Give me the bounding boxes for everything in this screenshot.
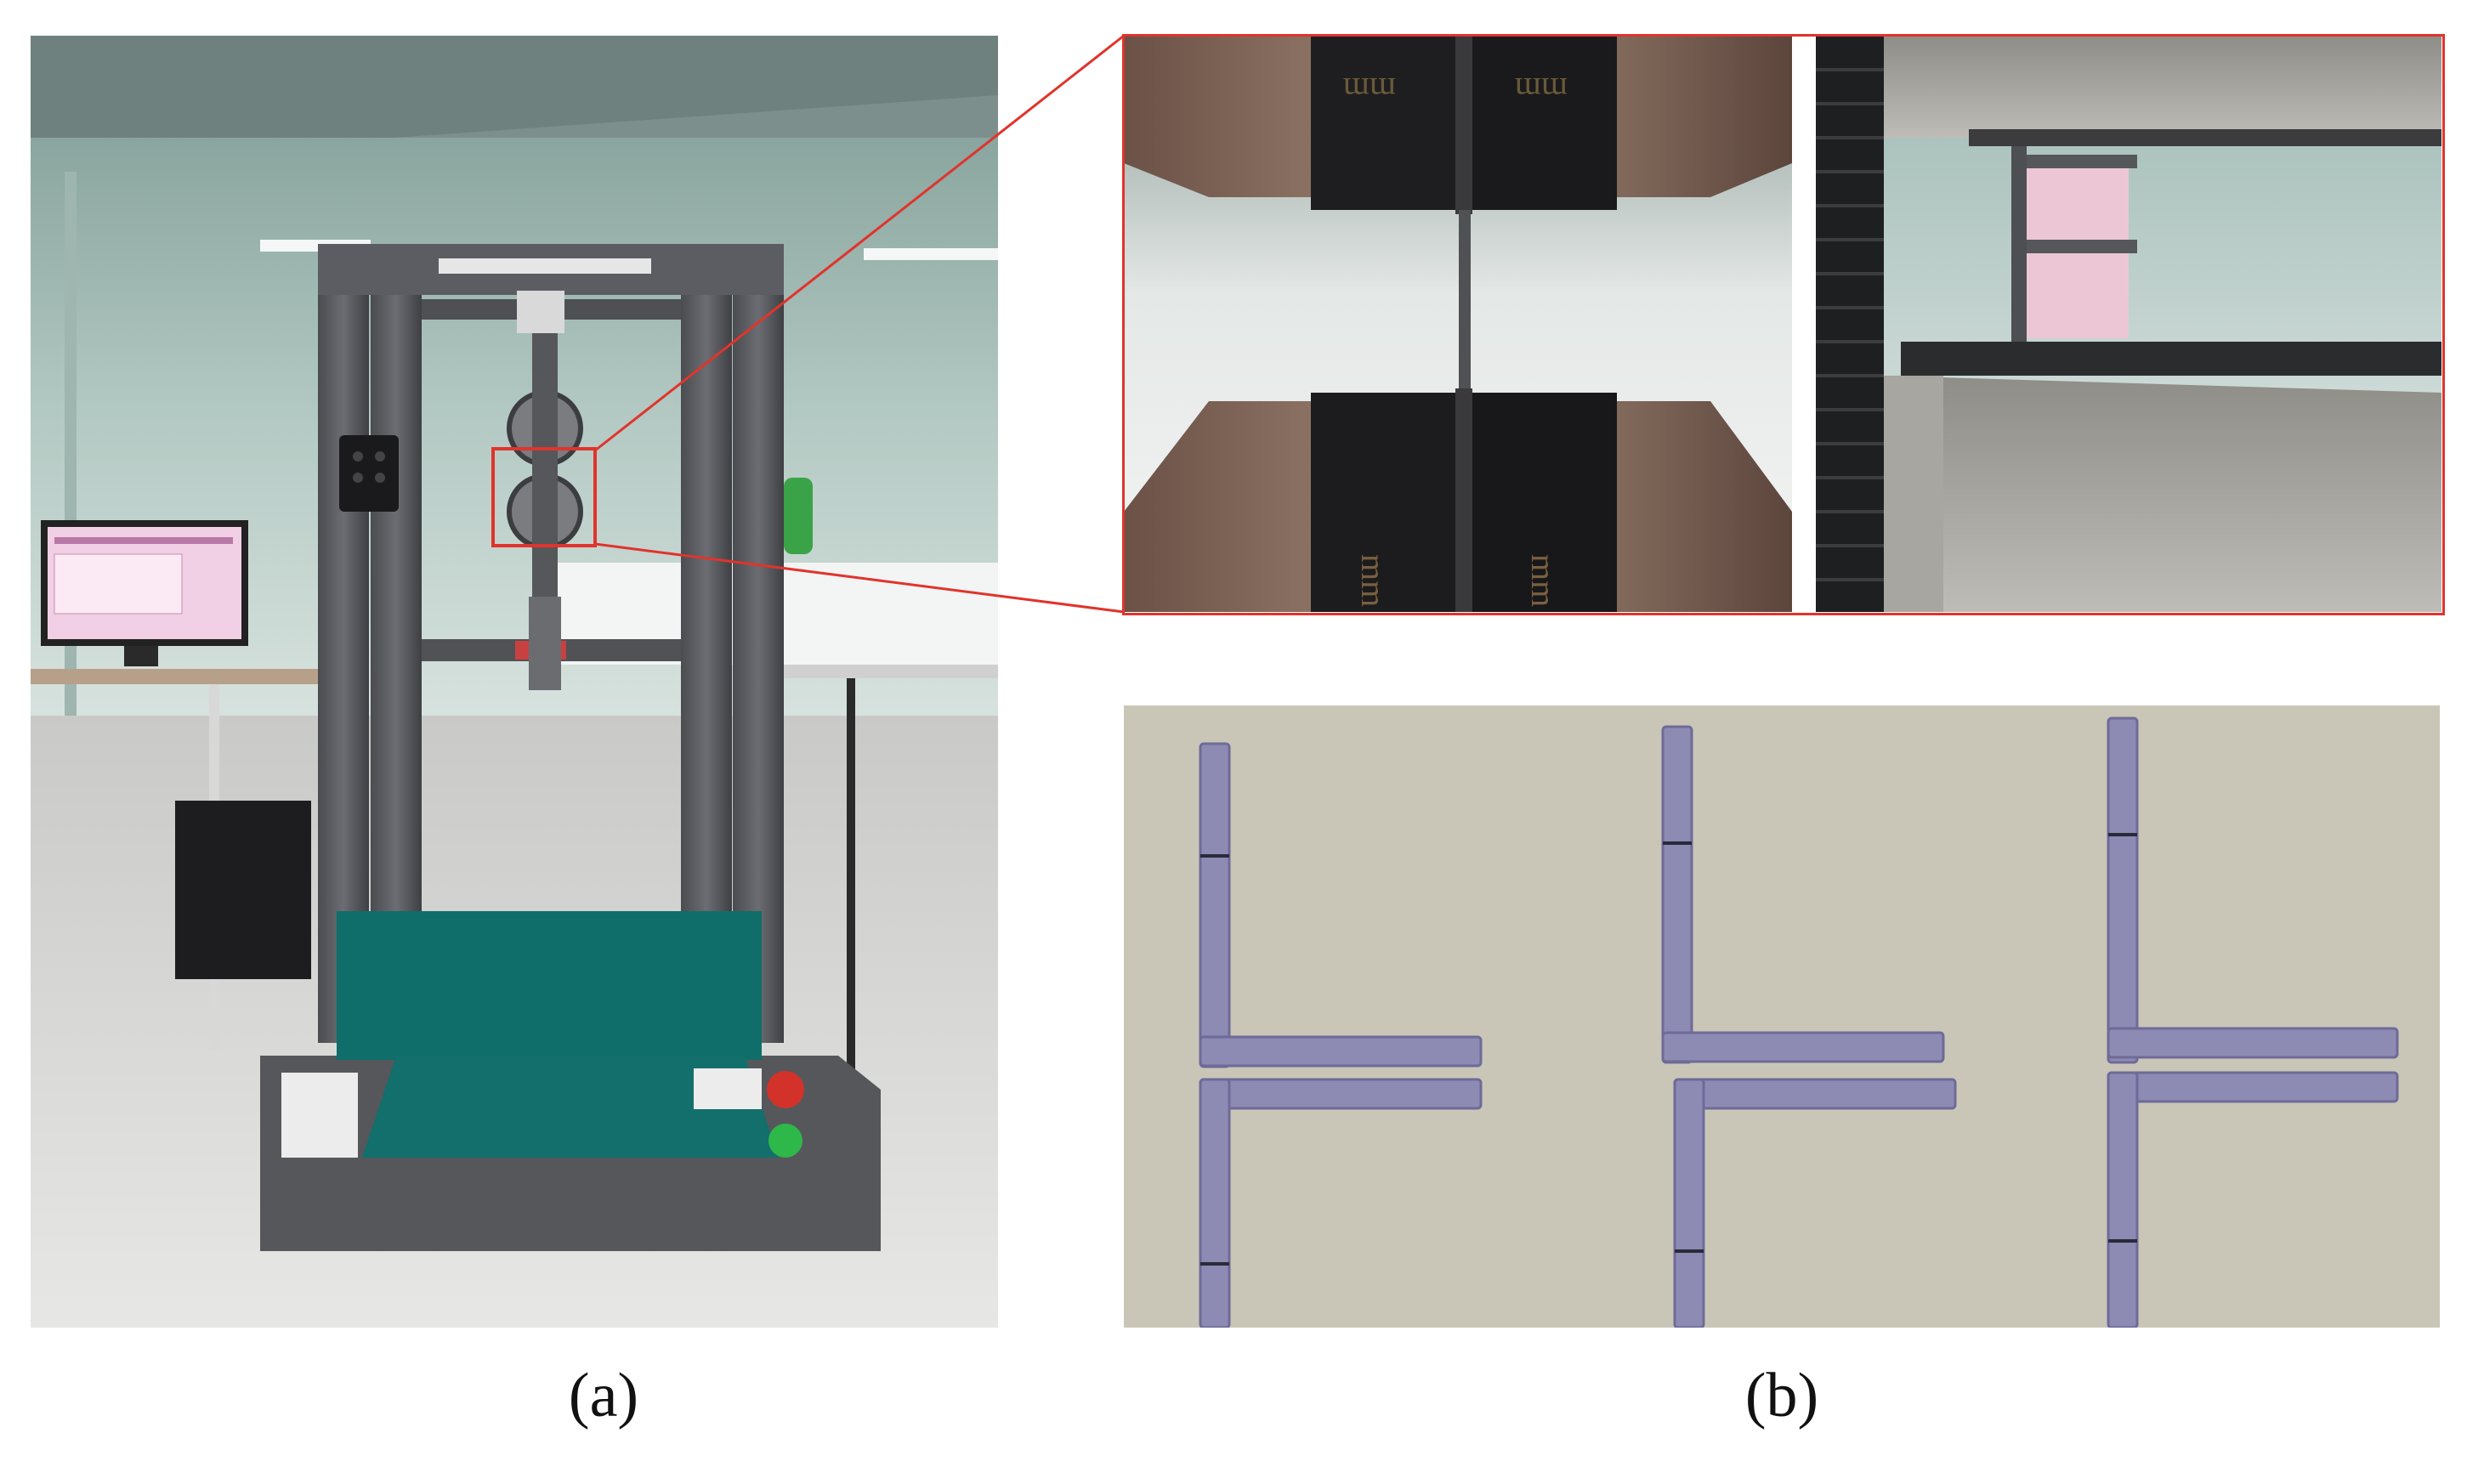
- grip-marking-bottom-right: mm: [1524, 554, 1562, 607]
- grip-marking-top-right: mm: [1515, 71, 1568, 109]
- photo-divider: [1792, 36, 1816, 612]
- grip-marking-top-left: mm: [1343, 71, 1396, 109]
- caption-b: (b): [1744, 1361, 1819, 1430]
- specimens-photo: [1124, 705, 2440, 1328]
- tensile-machine-photo: [31, 36, 998, 1328]
- grip-closeup-side-photo: [1816, 36, 2441, 612]
- grip-closeup-front-photo: mm mm mm mm: [1124, 36, 1792, 612]
- zoom-frame: [1122, 34, 2445, 615]
- grip-marking-bottom-left: mm: [1354, 554, 1392, 607]
- caption-a: (a): [568, 1361, 639, 1430]
